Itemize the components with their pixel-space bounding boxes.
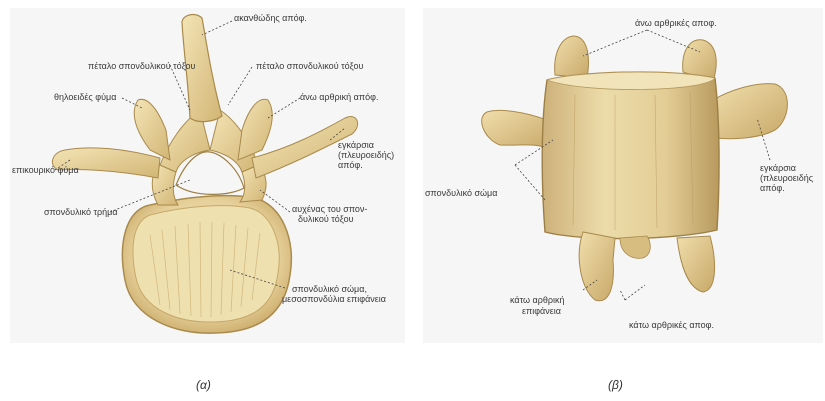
label-lamina-left: πέταλο σπονδυλικού τόξου — [88, 61, 195, 71]
label-transverse-b-1: εγκάρσια — [760, 163, 796, 173]
label-superior-articular: άνω αρθρική απόφ. — [300, 92, 378, 102]
panel-lateral-view: άνω αρθρικές αποφ. εγκάρσια (πλευροειδής… — [415, 0, 825, 345]
spinous-stub-b — [620, 236, 650, 258]
label-transverse-1: εγκάρσια — [338, 140, 374, 150]
label-accessory-process: επικουρικό φύμα — [12, 165, 79, 175]
transverse-right-b — [713, 84, 787, 139]
label-lamina-right: πέταλο σπονδυλικού τόξου — [256, 61, 363, 71]
label-transverse-b-3: απόφ. — [760, 183, 785, 193]
body-rim-a — [133, 206, 279, 322]
superior-articular-left-b — [555, 36, 589, 78]
label-inferior-articular-b: κάτω αρθρικές αποφ. — [629, 320, 714, 330]
label-transverse-3: απόφ. — [338, 160, 363, 170]
caption-b: (β) — [608, 378, 623, 392]
label-transverse-b-2: (πλευροειδής — [760, 173, 813, 183]
panel-superior-view: ακανθώδης απόφ. πέταλο σπονδυλικού τόξου… — [0, 0, 410, 345]
transverse-left-b — [482, 110, 550, 150]
label-body-1: σπονδυλικό σώμα, — [292, 284, 367, 294]
label-superior-articular-b: άνω αρθρικές αποφ. — [635, 18, 717, 28]
label-inferior-surface-1: κάτω αρθρική — [510, 295, 565, 305]
inferior-articular-right-b — [677, 236, 715, 292]
superior-articular-right — [238, 99, 272, 160]
inferior-articular-left-b — [579, 232, 615, 301]
label-body-2: μεσοσπονδύλια επιφάνεια — [282, 294, 386, 304]
label-inferior-surface-2: επιφάνεια — [522, 306, 561, 316]
label-vertebral-body-b: σπονδυλικό σώμα — [425, 188, 497, 198]
caption-a: (α) — [196, 378, 211, 392]
label-transverse-2: (πλευροειδής) — [338, 150, 394, 160]
label-pedicle-2: δυλικού τόξου — [298, 214, 354, 224]
label-pedicle-1: αυχένας του σπον- — [292, 204, 367, 214]
label-mammillary-process: θηλοειδές φύμα — [54, 92, 116, 102]
superior-articular-left — [134, 99, 170, 160]
label-vertebral-foramen: σπονδυλικό τρήμα — [44, 207, 118, 217]
label-spinous-process: ακανθώδης απόφ. — [234, 13, 307, 23]
